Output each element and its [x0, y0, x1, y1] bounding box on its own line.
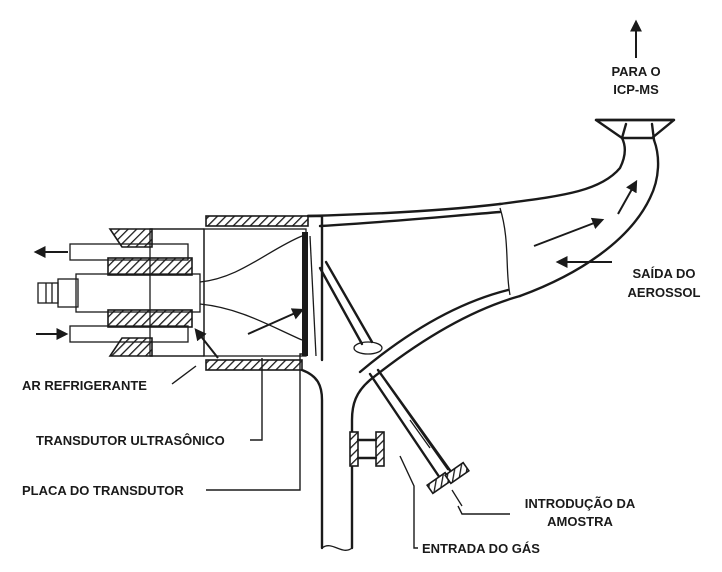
sample-capillary	[368, 368, 470, 507]
chamber-walls	[205, 118, 676, 382]
label-aerosol-exit-line2: AEROSSOL	[628, 285, 701, 300]
transducer-housing	[37, 228, 307, 357]
wave-arrow-icon	[247, 308, 305, 335]
label-transducer-plate: PLACA DO TRANSDUTOR	[22, 483, 184, 498]
label-sample-intro-line1: INTRODUÇÃO DA	[525, 496, 636, 511]
label-destination-line1: PARA O	[611, 64, 660, 79]
label-cooling-air: AR REFRIGERANTE	[22, 378, 147, 393]
drain-tube	[300, 368, 385, 551]
label-sample-intro-line2: AMOSTRA	[547, 514, 613, 529]
leader-lines	[171, 353, 510, 549]
transducer-plate	[302, 232, 317, 357]
label-destination-line2: ICP-MS	[613, 82, 659, 97]
air-arrow-icon	[194, 328, 219, 359]
inner-tube	[318, 260, 383, 355]
label-gas-inlet: ENTRADA DO GÁS	[422, 541, 540, 556]
chamber-flow-arrow-icon	[533, 217, 605, 247]
outlet-flow-arrow-icon	[617, 179, 638, 215]
label-ultrasonic-transducer: TRANSDUTOR ULTRASÔNICO	[36, 433, 225, 448]
label-aerosol-exit-line1: SAÍDA DO	[632, 266, 695, 281]
flow-arrows	[33, 19, 642, 359]
